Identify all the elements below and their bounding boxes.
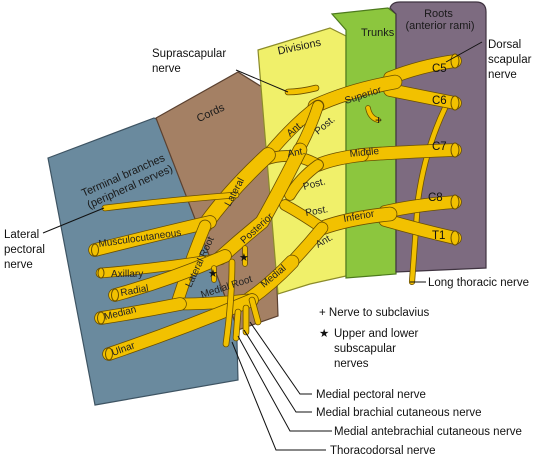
root-label-t1: T1 [432, 230, 445, 242]
label-dorsal-scapular-line1: Dorsal [488, 39, 521, 51]
middle-posterior-division-fill [285, 160, 323, 200]
terminal-label-axillary: Axillary [111, 269, 143, 280]
lateral-pectoral-branch-fill [102, 192, 239, 211]
label-dorsal-scapular-line2: scapular [488, 54, 532, 66]
terminal-cap-axillary [97, 267, 105, 279]
root-c6-fill [384, 84, 461, 109]
medial-pectoral-branch [248, 296, 262, 326]
legend-subclavius: + Nerve to subclavius [319, 307, 430, 319]
medial-pectoral-branch-fill [249, 297, 261, 325]
root-cap-t1 [450, 230, 460, 246]
legend-subscapular-line3: nerves [334, 358, 369, 370]
suprascapular-branch [284, 84, 320, 96]
thoracodorsal-branch [222, 258, 236, 348]
terminal-cap-musculocutaneous [91, 243, 99, 257]
division-label-ant-middle: Ant. [287, 146, 306, 160]
label-suprascapular-line1: Suprascapular [152, 48, 226, 60]
marker-symbols: + ★ ★ [208, 113, 382, 280]
leader-medial-antebrachial [237, 335, 332, 432]
roots-title-line1: Roots [424, 8, 453, 20]
radial-nerve [108, 249, 232, 302]
nerve-network [88, 54, 462, 361]
subscapular-marker-lower: ★ [208, 268, 218, 280]
median-nerve [94, 297, 187, 325]
terminal-cap-radial [111, 288, 119, 302]
leader-lines [42, 41, 483, 451]
root-c6 [383, 83, 462, 110]
division-label-post-lower: Post. [305, 204, 329, 219]
lateral-pectoral-branch [101, 191, 240, 212]
trunk-label-middle: Middle [349, 146, 380, 160]
roots-title-line2: (anterior rami) [405, 20, 474, 32]
median-nerve-fill [95, 298, 186, 324]
label-lateral-pectoral-nerve: Lateral pectoral nerve [4, 229, 48, 271]
root-t1 [378, 213, 462, 245]
medial-antebrachial-branch-fill [233, 309, 241, 341]
root-label-c7: C7 [432, 141, 447, 153]
leader-dorsal-scapular [445, 41, 483, 63]
root-cap-c7 [450, 142, 460, 158]
root-label-c8: C8 [428, 192, 443, 204]
subclavius-marker: + [375, 113, 382, 127]
posterior-cord-fill [213, 143, 307, 265]
label-lateral-pectoral-line3: nerve [4, 259, 33, 271]
middle-posterior-division [284, 159, 324, 201]
label-lateral-pectoral-line1: Lateral [4, 229, 39, 241]
label-thoracodorsal-nerve: Thoracodorsal nerve [330, 445, 435, 457]
ulnar-nerve-fill [103, 294, 258, 360]
terminal-cap-ulnar [105, 347, 113, 361]
legend-subscapular-line1: Upper and lower [334, 328, 419, 340]
leader-suprascapular [235, 69, 289, 93]
ulnar-nerve [102, 293, 259, 361]
musculocutaneous-nerve [88, 215, 217, 257]
root-t1-fill [379, 214, 461, 244]
trunks-region-title: Trunks [361, 27, 395, 39]
musculocutaneous-nerve-fill [89, 216, 216, 256]
root-cap-c5 [450, 53, 460, 69]
posterior-cord [212, 142, 308, 266]
root-cap-c8 [450, 194, 460, 210]
root-caps [450, 53, 460, 246]
terminal-cap-median [97, 311, 105, 325]
leader-medial-pectoral [249, 321, 312, 395]
medial-antebrachial-branch [232, 308, 242, 342]
root-label-c6: C6 [432, 95, 447, 107]
leader-lateral-pectoral [42, 207, 105, 234]
label-medial-brachial-cutaneous: Medial brachial cutaneous nerve [316, 407, 482, 419]
label-lateral-pectoral-line2: pectoral [4, 244, 45, 256]
radial-nerve-fill [109, 250, 231, 301]
legend-subscapular-star: ★ [319, 328, 329, 340]
terminal-caps [91, 243, 119, 361]
terminal-label-radial: Radial [120, 283, 150, 299]
leader-medial-brachial [243, 329, 312, 413]
nerve-to-subclavius [365, 105, 381, 123]
legend-subscapular: Upper and lower subscapular nerves [334, 328, 422, 370]
nerve-to-subclavius-fill [366, 106, 380, 122]
root-label-c5: C5 [432, 63, 447, 75]
label-long-thoracic-nerve: Long thoracic nerve [428, 277, 529, 289]
label-dorsal-scapular-nerve: Dorsal scapular nerve [488, 39, 535, 81]
roots-region-title: Roots (anterior rami) [405, 8, 474, 32]
label-suprascapular-nerve: Suprascapular nerve [152, 48, 229, 75]
label-suprascapular-line2: nerve [152, 63, 181, 75]
suprascapular-branch-fill [285, 85, 319, 95]
root-cap-c6 [450, 95, 460, 111]
subscapular-marker-upper: ★ [239, 252, 249, 264]
thoracodorsal-branch-fill [223, 259, 235, 347]
root-labels: C5 C6 C7 C8 T1 [428, 63, 447, 242]
leader-thoracodorsal [231, 341, 326, 451]
label-dorsal-scapular-line3: nerve [488, 69, 517, 81]
legend-subscapular-line2: subscapular [334, 343, 396, 355]
label-medial-antebrachial-cutaneous: Medial antebrachial cutaneous nerve [334, 426, 522, 438]
external-labels: Suprascapular nerve Dorsal scapular nerv… [4, 39, 535, 457]
label-medial-pectoral-nerve: Medial pectoral nerve [316, 389, 426, 401]
trunk-label-inferior: Inferior [343, 209, 376, 225]
